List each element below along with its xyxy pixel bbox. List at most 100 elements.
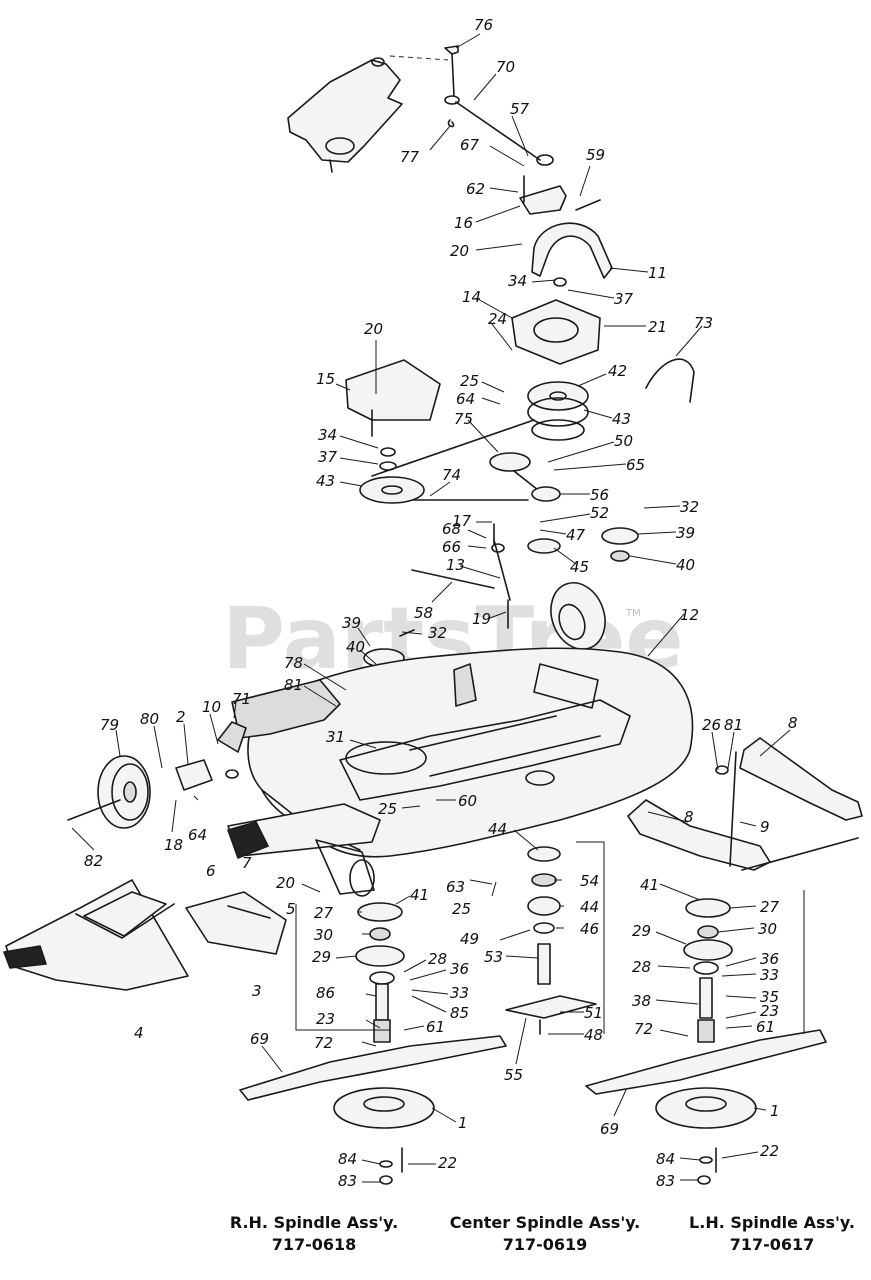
callout-55: 55 — [504, 1066, 523, 1084]
callout-35: 35 — [760, 988, 779, 1006]
chute-bracket — [185, 891, 287, 955]
callout-36-rh: 36 — [450, 960, 469, 978]
caption-lh-spindle: L.H. Spindle Ass'y. 717-0617 — [680, 1212, 864, 1256]
callout-29-lh: 29 — [632, 922, 651, 940]
caption-center-spindle: Center Spindle Ass'y. 717-0619 — [440, 1212, 650, 1256]
callout-53: 53 — [484, 948, 503, 966]
callout-25-lower: 25 — [452, 900, 471, 918]
callout-82: 82 — [84, 852, 103, 870]
callout-50: 50 — [614, 432, 633, 450]
callout-83-rh: 83 — [338, 1172, 357, 1190]
callout-29-rh: 29 — [312, 948, 331, 966]
callout-4: 4 — [134, 1024, 144, 1042]
callout-20-lower: 20 — [276, 874, 295, 892]
callout-7: 7 — [242, 854, 252, 872]
callout-52: 52 — [590, 504, 609, 522]
lift-bracket — [287, 55, 449, 173]
callout-46: 46 — [580, 920, 599, 938]
mower-deck — [227, 647, 694, 897]
callout-84-rh: 84 — [338, 1150, 357, 1168]
callout-15: 15 — [316, 370, 335, 388]
callout-27-rh: 27 — [314, 904, 334, 922]
callout-23-lh: 23 — [760, 1002, 779, 1020]
callout-28-rh: 28 — [428, 950, 447, 968]
callout-57: 57 — [510, 100, 530, 118]
side-pulley — [67, 721, 247, 829]
callout-39-right: 39 — [676, 524, 695, 542]
callout-36-lh: 36 — [760, 950, 779, 968]
callout-47: 47 — [566, 526, 586, 544]
rh-spindle-stack — [239, 902, 507, 1185]
callout-58: 58 — [414, 604, 433, 622]
callout-83-lh: 83 — [656, 1172, 675, 1190]
callout-25-mid: 25 — [378, 800, 397, 818]
callout-81-right: 81 — [724, 716, 743, 734]
callout-54: 54 — [580, 872, 599, 890]
callout-41-lh: 41 — [640, 876, 659, 894]
callout-33-lh: 33 — [760, 966, 779, 984]
callout-25-top: 25 — [460, 372, 479, 390]
callout-80: 80 — [140, 710, 159, 728]
leader-lines — [71, 33, 791, 1183]
caption-rh-part: 717-0618 — [271, 1235, 357, 1254]
callout-78: 78 — [284, 654, 303, 672]
callout-37-mid: 37 — [318, 448, 338, 466]
callout-45: 45 — [570, 558, 589, 576]
callout-61-lh: 61 — [756, 1018, 775, 1036]
callout-27-lh: 27 — [760, 898, 780, 916]
callout-22-lh: 22 — [760, 1142, 779, 1160]
callout-30-lh: 30 — [758, 920, 777, 938]
callout-74: 74 — [442, 466, 461, 484]
callout-38: 38 — [632, 992, 651, 1010]
callout-23-rh: 23 — [316, 1010, 335, 1028]
callout-62: 62 — [466, 180, 485, 198]
callout-70: 70 — [496, 58, 515, 76]
callout-26: 26 — [702, 716, 721, 734]
spindle-pulley-left — [359, 447, 425, 504]
callout-8-top: 8 — [788, 714, 798, 732]
callout-43-right: 43 — [612, 410, 631, 428]
discharge-chute — [3, 879, 189, 991]
pulley-shield — [345, 359, 441, 437]
caption-center-title: Center Spindle Ass'y. — [449, 1213, 641, 1232]
callout-68: 68 — [442, 520, 461, 538]
callout-20-shield: 20 — [364, 320, 383, 338]
callout-79: 79 — [100, 716, 119, 734]
callout-34-mid: 34 — [318, 426, 337, 444]
caption-lh-title: L.H. Spindle Ass'y. — [689, 1213, 855, 1232]
caption-rh-title: R.H. Spindle Ass'y. — [229, 1213, 399, 1232]
callout-75: 75 — [454, 410, 473, 428]
callout-65: 65 — [626, 456, 645, 474]
callout-76: 76 — [474, 16, 493, 34]
callout-49: 49 — [460, 930, 479, 948]
callout-12: 12 — [680, 606, 699, 624]
callout-73: 73 — [694, 314, 713, 332]
idler-pulley-small — [489, 452, 531, 472]
callout-24: 24 — [488, 310, 507, 328]
bearing-set-right — [491, 527, 639, 562]
callout-61-rh: 61 — [426, 1018, 445, 1036]
callout-5: 5 — [286, 900, 296, 918]
idler-pulley-56 — [531, 486, 561, 502]
callout-64-left: 64 — [188, 826, 207, 844]
callout-86: 86 — [316, 984, 335, 1002]
callout-16: 16 — [454, 214, 473, 232]
callout-77: 77 — [400, 148, 420, 166]
callout-13: 13 — [446, 556, 465, 574]
callout-8-bottom: 8 — [684, 808, 694, 826]
callout-48: 48 — [584, 1026, 603, 1044]
callout-72-lh: 72 — [634, 1020, 653, 1038]
idler-pulley-right — [527, 381, 589, 441]
callout-18: 18 — [164, 836, 183, 854]
callout-22-rh: 22 — [438, 1154, 457, 1172]
callout-10: 10 — [202, 698, 221, 716]
callout-69-lh: 69 — [600, 1120, 619, 1138]
callout-34-top: 34 — [508, 272, 527, 290]
callout-30-rh: 30 — [314, 926, 333, 944]
callout-6: 6 — [206, 862, 216, 880]
callout-71: 71 — [232, 690, 251, 708]
belt-piece — [645, 358, 695, 403]
callout-32-right: 32 — [680, 498, 699, 516]
gauge-wheel — [550, 582, 606, 650]
